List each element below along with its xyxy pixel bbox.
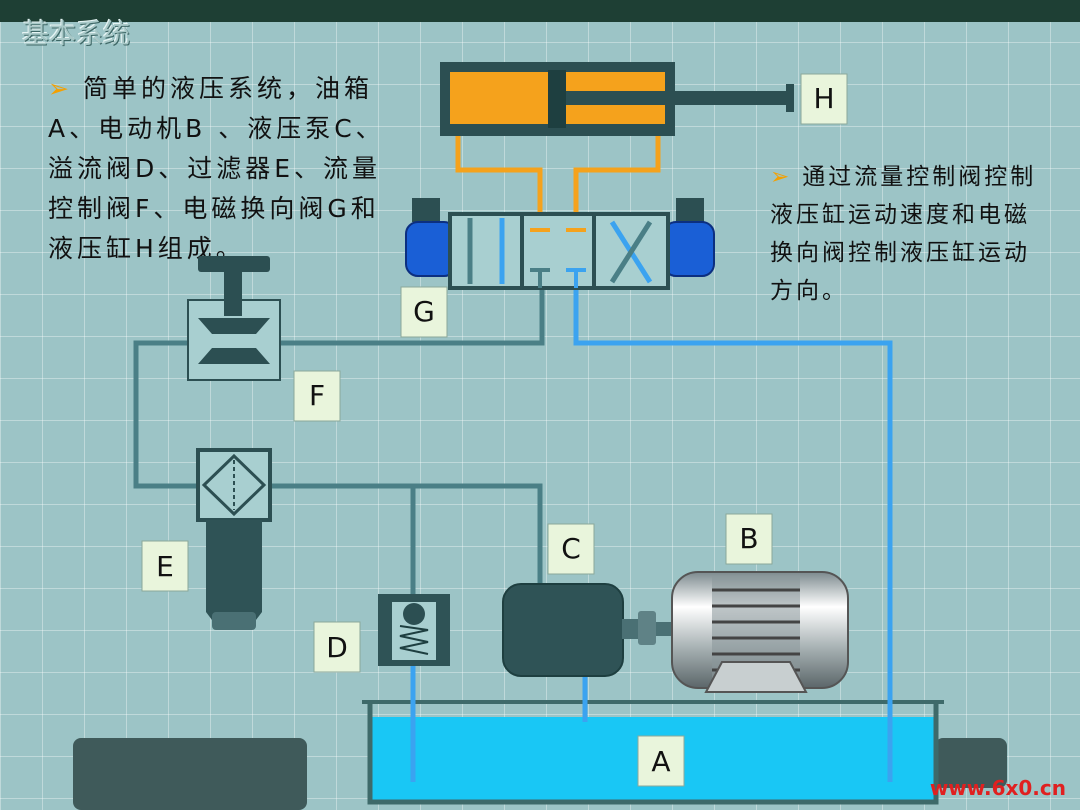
solenoid-valve xyxy=(405,198,715,290)
electric-motor xyxy=(671,571,849,693)
relief-valve xyxy=(378,594,450,666)
decor-block-right xyxy=(935,738,1007,788)
watermark: www.6x0.cn xyxy=(929,776,1066,800)
bullet-arrow-icon: ➢ xyxy=(48,74,73,103)
bullet-arrow-icon: ➢ xyxy=(770,164,793,190)
control-text: 通过流量控制阀控制液压缸运动速度和电磁换向阀控制液压缸运动方向。 xyxy=(770,164,1037,304)
label-H-text: H xyxy=(813,82,834,115)
top-decorative-strip xyxy=(0,0,1080,22)
label-A-text: A xyxy=(651,745,670,778)
control-bullet: ➢通过流量控制阀控制液压缸运动速度和电磁换向阀控制液压缸运动方向。 xyxy=(770,158,1048,310)
return-line xyxy=(410,270,893,782)
slide-title: 基本系统 xyxy=(22,19,130,50)
pressure-line xyxy=(133,270,545,600)
label-F: F xyxy=(293,370,341,422)
label-B-text: B xyxy=(739,522,758,555)
label-C-text: C xyxy=(561,532,581,565)
intro-bullet: ➢简单的液压系统，油箱A、电动机B 、液压泵C、溢流阀D、过滤器E、流量控制阀F… xyxy=(48,69,408,269)
label-G: G xyxy=(400,286,448,338)
flow-control-valve xyxy=(187,256,281,381)
intro-text: 简单的液压系统，油箱A、电动机B 、液压泵C、溢流阀D、过滤器E、流量控制阀F、… xyxy=(48,74,385,263)
label-B: B xyxy=(725,513,773,565)
label-C: C xyxy=(547,523,595,575)
oil-filter xyxy=(196,448,272,630)
label-F-text: F xyxy=(309,379,325,412)
label-G-text: G xyxy=(413,295,435,328)
hydraulic-pump xyxy=(502,583,674,677)
label-D-text: D xyxy=(326,631,348,664)
decor-block-left xyxy=(73,738,307,810)
hydraulic-cylinder xyxy=(440,62,794,136)
label-E: E xyxy=(141,540,189,592)
label-A: A xyxy=(637,735,685,787)
label-E-text: E xyxy=(156,550,174,583)
label-D: D xyxy=(313,621,361,673)
cylinder-lines xyxy=(455,120,661,230)
label-H: H xyxy=(800,73,848,125)
